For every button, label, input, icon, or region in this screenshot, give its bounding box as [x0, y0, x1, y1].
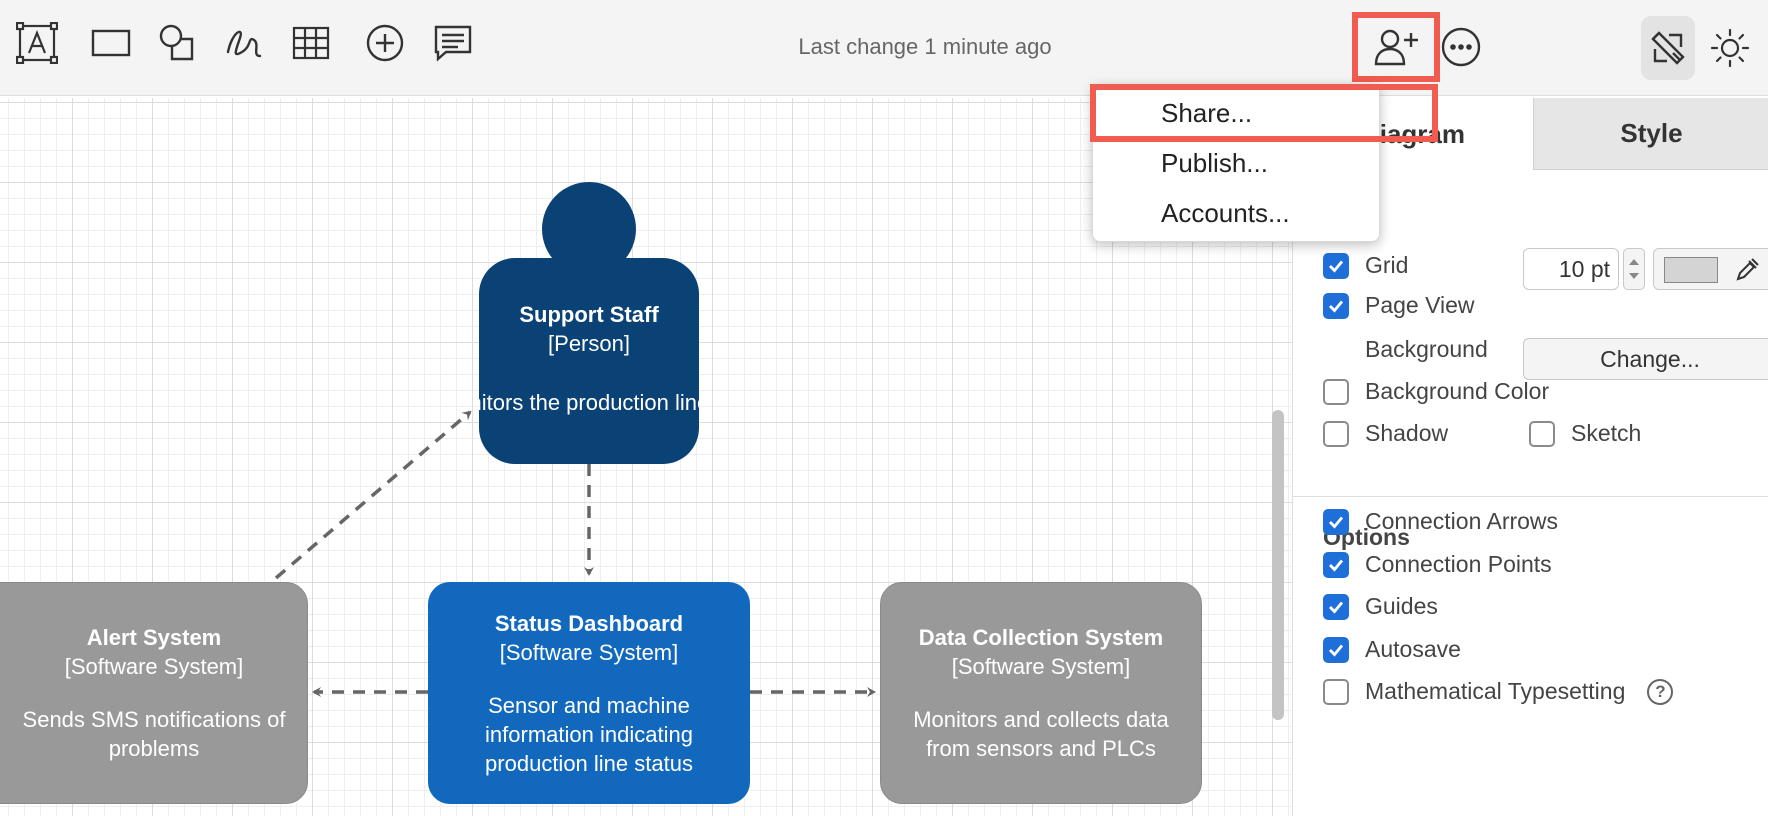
person-support-staff[interactable]: Support Staff [Person] Monitors the prod… — [479, 258, 699, 464]
freehand-tool-icon[interactable] — [222, 22, 264, 64]
node-type: [Software System] — [951, 654, 1131, 679]
shadow-option: Shadow — [1323, 420, 1448, 447]
rectangle-tool-icon[interactable] — [90, 22, 132, 64]
option-label: Mathematical Typesetting — [1365, 678, 1626, 704]
format-panel-icon — [1651, 31, 1685, 65]
background-change-button[interactable]: Change... — [1523, 338, 1768, 380]
menu-item-publish[interactable]: Publish... — [1161, 148, 1268, 178]
insert-plus-icon[interactable] — [364, 22, 406, 64]
option-label: Autosave — [1365, 636, 1461, 662]
shadow-label: Shadow — [1365, 420, 1449, 446]
share-button[interactable] — [1352, 12, 1440, 82]
checkmark-icon — [1329, 300, 1344, 313]
option-label: Connection Arrows — [1365, 508, 1559, 534]
node-description: Monitors and collects data from sensors … — [913, 707, 1169, 761]
connection-points-checkbox[interactable] — [1323, 551, 1349, 578]
grid-option: Grid — [1323, 252, 1408, 279]
node-type: [Software System] — [499, 639, 679, 665]
help-icon[interactable]: ? — [1647, 678, 1674, 705]
toolbar: Last change 1 minute ago — [0, 0, 1768, 96]
background-color-label: Background Color — [1365, 378, 1550, 404]
mathematical-typesetting-checkbox[interactable] — [1323, 678, 1349, 705]
page-view-label: Page View — [1365, 292, 1475, 318]
background-color-option: Background Color — [1323, 378, 1549, 405]
last-change-status[interactable]: Last change 1 minute ago — [798, 34, 1052, 59]
canvas-vertical-scrollbar[interactable] — [1272, 410, 1284, 720]
node-description: Sends SMS notifications of problems — [22, 707, 286, 761]
connection-arrows-checkbox[interactable] — [1323, 508, 1349, 535]
option-label: Guides — [1365, 593, 1438, 619]
eyedropper-icon — [1736, 258, 1759, 281]
background-option: Background — [1365, 336, 1488, 363]
grid-color-swatch — [1664, 257, 1718, 283]
checkmark-icon — [1329, 601, 1344, 614]
add-person-icon — [1374, 29, 1418, 66]
guides-checkbox[interactable] — [1323, 593, 1349, 620]
checkmark-icon — [1329, 559, 1344, 572]
grid-checkbox[interactable] — [1323, 252, 1349, 279]
menu-item-accounts[interactable]: Accounts... — [1161, 198, 1290, 228]
grid-color-button[interactable] — [1653, 248, 1768, 290]
page-view-checkbox[interactable] — [1323, 292, 1349, 319]
share-dropdown-menu: Share... Publish... Accounts... — [1092, 84, 1380, 242]
option-guides: Guides — [1323, 593, 1438, 620]
checkmark-icon — [1329, 644, 1344, 657]
tab-style[interactable]: Style — [1533, 98, 1768, 170]
node-description: Monitors the production line — [479, 390, 699, 415]
option-label: Connection Points — [1365, 551, 1552, 577]
node-data-collection-system[interactable]: Data Collection System [Software System]… — [880, 582, 1202, 804]
text-tool-icon[interactable] — [16, 22, 58, 64]
node-status-dashboard[interactable]: Status Dashboard [Software System] Senso… — [428, 582, 750, 804]
option-autosave: Autosave — [1323, 636, 1461, 663]
sketch-label: Sketch — [1571, 420, 1642, 446]
node-description: Sensor and machine information indicatin… — [485, 692, 693, 776]
option-connection-points: Connection Points — [1323, 551, 1552, 578]
option-mathematical-typesetting: Mathematical Typesetting ? — [1323, 678, 1674, 705]
table-tool-icon[interactable] — [290, 22, 332, 64]
checkmark-icon — [1329, 260, 1344, 273]
node-title: Support Staff — [519, 302, 659, 327]
node-title: Data Collection System — [918, 625, 1164, 650]
grid-label: Grid — [1365, 252, 1409, 278]
page-view-option: Page View — [1323, 292, 1475, 319]
sketch-option: Sketch — [1529, 420, 1641, 447]
sun-icon — [1710, 28, 1750, 68]
node-title: Alert System — [86, 625, 222, 650]
background-color-checkbox[interactable] — [1323, 378, 1349, 405]
format-panel-button[interactable] — [1641, 16, 1695, 80]
comment-tool-icon[interactable] — [432, 22, 474, 64]
autosave-checkbox[interactable] — [1323, 636, 1349, 663]
shapes-tool-icon[interactable] — [156, 22, 198, 64]
theme-toggle-button[interactable] — [1708, 26, 1752, 70]
node-title: Status Dashboard — [494, 610, 684, 636]
stepper-arrows-icon — [1629, 259, 1639, 279]
menu-item-share[interactable]: Share... — [1161, 98, 1253, 128]
node-type: [Software System] — [64, 654, 244, 679]
panel-divider — [1293, 496, 1768, 497]
option-connection-arrows: Connection Arrows — [1323, 508, 1558, 535]
node-alert-system[interactable]: Alert System [Software System] Sends SMS… — [0, 582, 308, 804]
checkmark-icon — [1329, 516, 1344, 529]
shadow-checkbox[interactable] — [1323, 420, 1349, 447]
sketch-checkbox[interactable] — [1529, 420, 1555, 447]
grid-size-input[interactable]: 10 pt — [1523, 248, 1619, 290]
grid-size-stepper[interactable] — [1623, 248, 1645, 290]
node-type: [Person] — [548, 331, 630, 356]
more-options-icon — [1441, 27, 1481, 67]
more-options-button[interactable] — [1440, 26, 1482, 68]
background-label: Background — [1365, 336, 1488, 362]
